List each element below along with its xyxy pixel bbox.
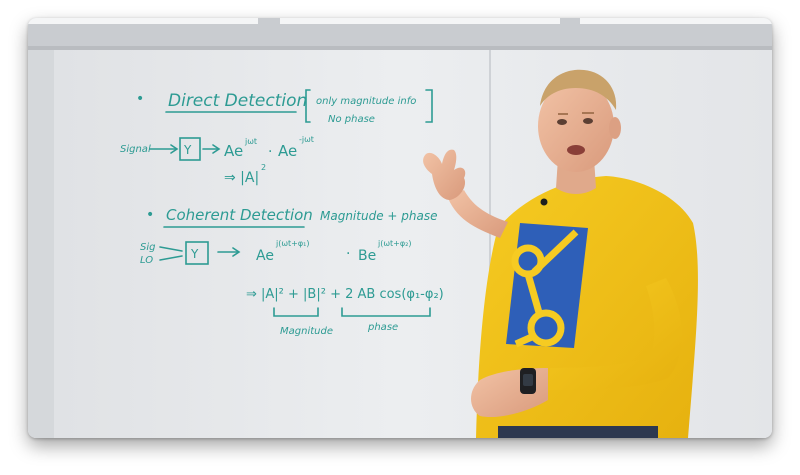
coherent-lo-label: LO	[140, 255, 153, 266]
coherent-term2-exp: j(ωt+φ₂)	[377, 239, 412, 248]
video-frame: • Direct Detection only magnitude info N…	[28, 18, 772, 438]
coherent-term1-exp: j(ωt+φ₁)	[275, 239, 310, 248]
lapel-microphone	[540, 198, 548, 206]
coherent-subtitle: Magnitude + phase	[320, 209, 437, 223]
coherent-sig-label: Sig	[140, 242, 155, 253]
direct-dot: ·	[268, 144, 272, 160]
direct-term1: Ae	[224, 142, 243, 160]
direct-note-line2: No phase	[328, 114, 375, 125]
scene-image: • Direct Detection only magnitude info N…	[28, 18, 772, 438]
direct-detection-notes: • Direct Detection only magnitude info N…	[120, 89, 433, 186]
coherent-phase-label: phase	[367, 322, 398, 333]
hair	[540, 69, 617, 110]
direct-signal-label: Signal	[120, 144, 151, 155]
direct-term2: Ae	[278, 142, 297, 160]
direct-result: ⇒ |A|	[224, 170, 259, 186]
shirt-logo	[506, 223, 588, 348]
coherent-term1: Ae	[256, 248, 274, 264]
presenter	[423, 69, 698, 438]
direct-detector-symbol: Y	[183, 143, 192, 157]
coherent-magnitude-label: Magnitude	[280, 326, 333, 337]
face	[538, 80, 614, 172]
coherent-term2: Be	[358, 248, 376, 264]
direct-note-line1: only magnitude info	[316, 96, 416, 107]
direct-term2-exp: -jωt	[299, 135, 314, 144]
direct-term1-exp: jωt	[244, 137, 257, 146]
direct-heading: Direct Detection	[168, 91, 307, 111]
coherent-equation: ⇒ |A|² + |B|² + 2 AB cos(φ₁-φ₂)	[246, 287, 444, 302]
coherent-dot: ·	[346, 246, 350, 262]
direct-bullet: •	[136, 91, 144, 107]
coherent-bullet: •	[146, 207, 154, 223]
coherent-detection-notes: • Coherent Detection Magnitude + phase S…	[140, 206, 444, 337]
coherent-detector-symbol: Y	[190, 247, 199, 261]
raised-hand	[423, 149, 466, 200]
coherent-heading: Coherent Detection	[166, 206, 313, 224]
direct-result-exp: 2	[261, 163, 266, 172]
